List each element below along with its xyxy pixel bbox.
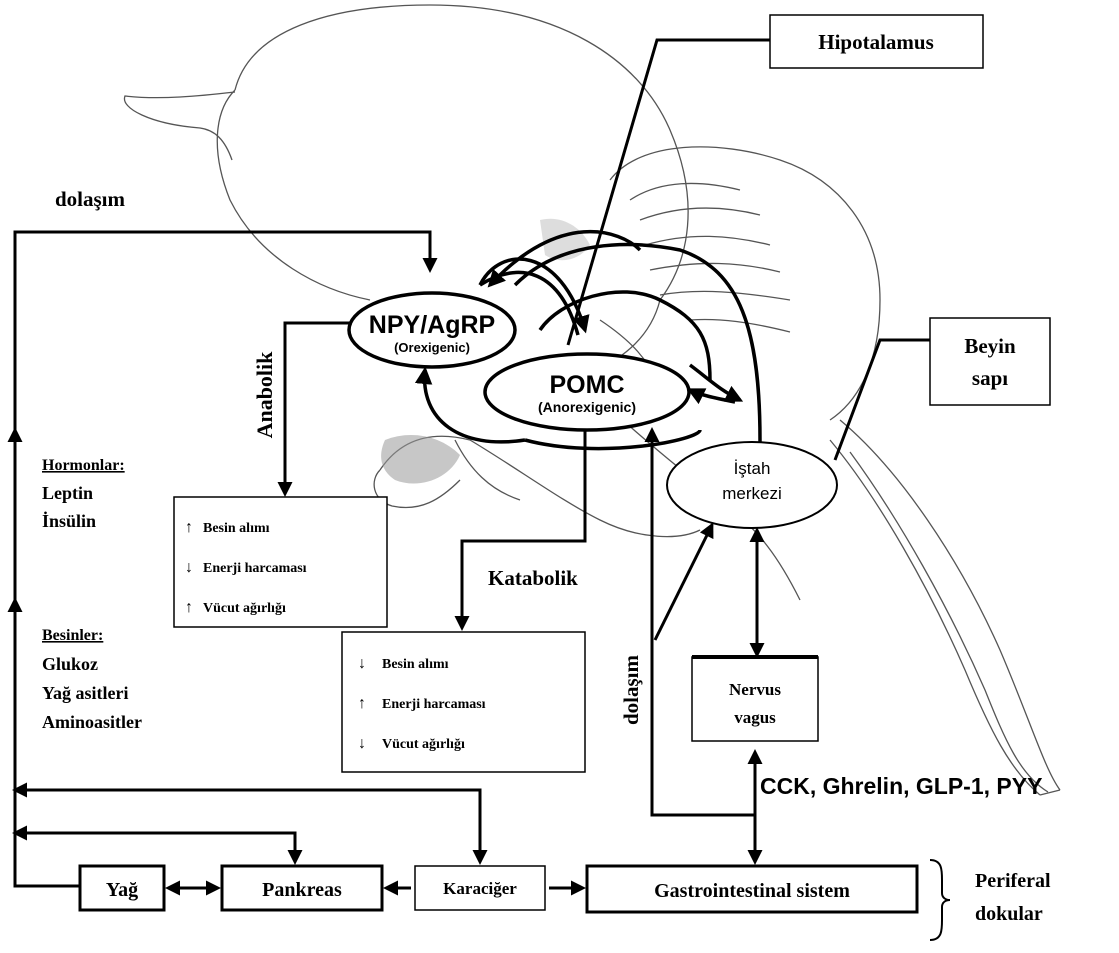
catabolic-arrow <box>454 430 587 631</box>
nutrient-glucose: Glukoz <box>42 654 98 674</box>
vagus-box <box>691 656 819 742</box>
hypothalamus-pointer <box>566 38 770 346</box>
anabolic-effects-box <box>173 496 388 628</box>
vagus-label-1: Nervus <box>729 680 781 699</box>
organ-gi-box <box>585 864 919 914</box>
catabolic-effects-list: ↓ Besin alımı ↑ Enerji harcaması ↓ Vücut ağır… <box>358 655 486 752</box>
npy-agrp-label: NPY/AgRP <box>369 311 495 339</box>
circulation-label-top: dolaşım <box>55 187 126 211</box>
hormone-insulin: İnsülin <box>42 511 96 531</box>
anabolic-arrow <box>277 321 352 497</box>
organ-gi-label: Gastrointestinal sistem <box>654 880 850 902</box>
effect-item: Enerji harcaması <box>203 561 307 576</box>
npy-agrp-node <box>347 291 517 369</box>
catabolic-label: Katabolik <box>488 566 578 590</box>
nutrient-amino-acids: Aminoasitler <box>42 712 142 732</box>
organ-liver-label: Karaciğer <box>443 879 517 898</box>
hormone-leptin: Leptin <box>42 483 93 503</box>
brainstem-pointer <box>833 338 930 461</box>
anabolic-effects-list: ↑ Besin alımı ↓ Enerji harcaması ↑ Vücut ağır… <box>185 519 307 616</box>
peripheral-label-1: Periferal <box>975 870 1051 892</box>
up-arrow-icon: ↑ <box>185 519 193 536</box>
effect-item: Besin alımı <box>203 521 270 536</box>
hypothalamus-box <box>769 14 984 69</box>
circulation-gi-to-pomc <box>644 427 755 817</box>
circulation-label-side: dolaşım <box>619 654 643 725</box>
appetite-center-label-2: merkezi <box>722 484 782 503</box>
down-arrow-icon: ↓ <box>185 559 193 576</box>
vagus-label-2: vagus <box>734 708 776 727</box>
hypothalamic-circuit-arrows <box>414 230 762 451</box>
down-arrow-icon: ↓ <box>358 655 366 672</box>
brainstem-label-2: sapı <box>972 366 1008 390</box>
nutrient-fatty-acids: Yağ asitleri <box>42 683 128 703</box>
brain-illustration <box>123 4 1061 796</box>
organ-pancreas-box <box>220 864 384 912</box>
effect-item: Enerji harcaması <box>382 697 486 712</box>
pomc-sublabel: (Anorexigenic) <box>538 399 636 415</box>
pomc-label: POMC <box>550 371 625 399</box>
organ-fat-box <box>78 864 166 912</box>
hormones-title: Hormonlar: <box>42 457 125 474</box>
catabolic-effects-box <box>341 631 586 773</box>
up-arrow-icon: ↑ <box>358 695 366 712</box>
npy-agrp-sublabel: (Orexigenic) <box>394 340 470 355</box>
anabolic-label: Anabolik <box>252 351 277 439</box>
brainstem-label-1: Beyin <box>964 334 1016 358</box>
organ-pancreas-label: Pankreas <box>262 879 342 901</box>
effect-item: Vücut ağırlığı <box>382 737 465 752</box>
arrow-to-appetite-center <box>653 522 714 641</box>
pituitary-shading <box>381 218 590 484</box>
down-arrow-icon: ↓ <box>358 735 366 752</box>
effect-item: Vücut ağırlığı <box>203 601 286 616</box>
organ-fat-label: Yağ <box>106 879 138 901</box>
circulation-lines <box>7 230 488 888</box>
up-arrow-icon: ↑ <box>185 599 193 616</box>
appetite-center-label-1: İştah <box>734 459 771 478</box>
peripheral-label-2: dokular <box>975 903 1043 925</box>
brainstem-box <box>929 317 1051 406</box>
peripheral-brace <box>929 859 951 941</box>
hypothalamus-label: Hipotalamus <box>818 30 934 54</box>
pomc-node <box>483 352 691 432</box>
organ-liver-box <box>414 865 546 911</box>
effect-item: Besin alımı <box>382 657 449 672</box>
nutrients-title: Besinler: <box>42 627 103 644</box>
gut-hormones-label: CCK, Ghrelin, GLP-1, PYY <box>760 773 1042 799</box>
